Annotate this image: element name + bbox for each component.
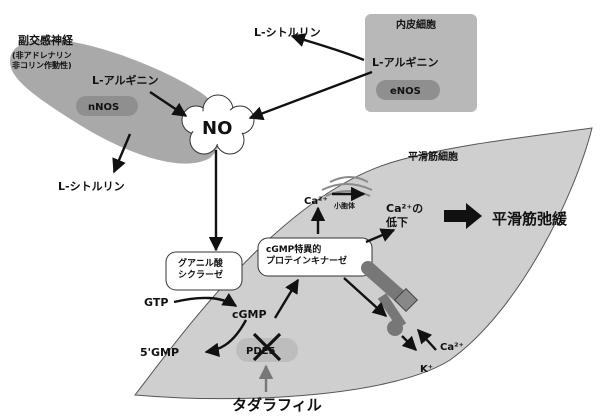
k-efflux-label: K⁺ <box>420 364 433 375</box>
endothelium-l-arginine: L-アルギニン <box>372 55 438 69</box>
endothelium-l-citrulline: L-シトルリン <box>254 26 321 39</box>
nnos-pill <box>76 96 138 116</box>
ca-influx-label: Ca²⁺ <box>440 342 464 353</box>
guanylate-cyclase-label: グアニル酸シクラーゼ <box>178 257 224 280</box>
enos-pill <box>376 80 440 100</box>
sr-arcs <box>321 176 373 197</box>
pde5-label: PDE5 <box>246 346 275 357</box>
no-label: NO <box>202 118 232 139</box>
nnos-label: nNOS <box>88 102 119 113</box>
sr-label: 小胞体 <box>333 201 356 210</box>
pde5-block-x <box>252 332 282 362</box>
ca-label: Ca²⁺ <box>304 196 328 207</box>
ca-decrease-label: Ca²⁺の低下 <box>385 202 423 229</box>
no-cloud <box>181 94 255 155</box>
relaxation-arrow <box>444 203 482 229</box>
pkg-box <box>257 237 373 277</box>
relaxation-label: 平滑筋弛緩 <box>492 210 568 228</box>
nerve-title: 副交感神経 <box>18 33 74 47</box>
drug-label: タダラフィル <box>232 396 322 414</box>
ion-channel <box>361 261 419 336</box>
nerve-subtitle: (非アドレナリン非コリン作動性) <box>12 50 72 70</box>
5gmp-label: 5'GMP <box>140 346 179 359</box>
arrows <box>112 33 437 357</box>
enos-label: eNOS <box>390 86 421 97</box>
guanylate-cyclase-box <box>165 251 243 291</box>
cgmp-label: cGMP <box>232 308 267 321</box>
endothelium-title: 内皮細胞 <box>396 18 436 31</box>
nerve-l-citrulline: L-シトルリン <box>58 180 125 193</box>
gtp-label: GTP <box>144 296 168 309</box>
nerve-l-arginine: L-アルギニン <box>92 73 158 87</box>
pde5-pill <box>236 338 298 362</box>
pkg-label: cGMP特異的プロテインキナーゼ <box>266 243 347 266</box>
smooth-muscle-title: 平滑筋細胞 <box>408 150 458 163</box>
